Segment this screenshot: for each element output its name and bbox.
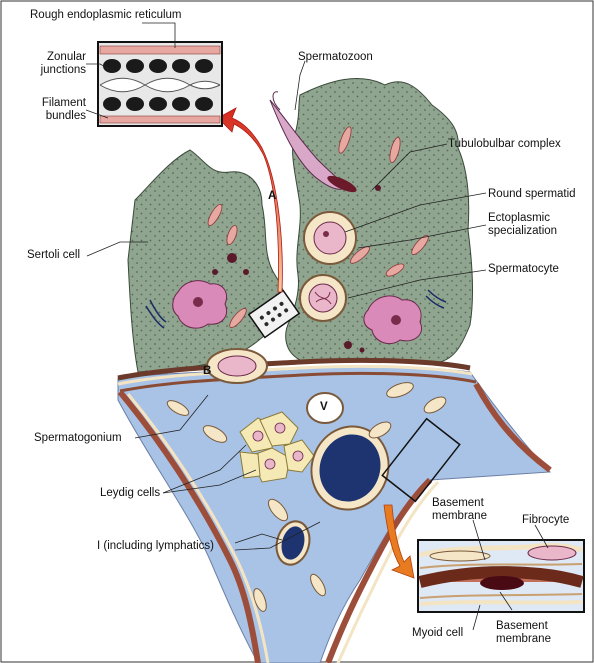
wall-inset — [418, 540, 584, 612]
label-spermatozoon: Spermatozoon — [298, 51, 373, 64]
letter-v: V — [320, 401, 328, 414]
label-basement-membrane-top: Basement membrane — [432, 497, 502, 523]
label-spermatocyte: Spermatocyte — [488, 263, 559, 276]
label-spermatogonium: Spermatogonium — [34, 432, 122, 445]
label-round-spermatid: Round spermatid — [488, 188, 576, 201]
label-interstitium: I (including lymphatics) — [97, 540, 214, 553]
label-myoid-cell: Myoid cell — [412, 627, 463, 640]
junction-inset — [98, 42, 222, 126]
letter-b: B — [203, 365, 211, 378]
label-fibrocyte: Fibrocyte — [522, 514, 569, 527]
label-rough-er: Rough endoplasmic reticulum — [30, 9, 182, 22]
label-leydig-cells: Leydig cells — [100, 487, 160, 500]
label-filament-bundles: Filament bundles — [24, 97, 86, 123]
label-tubulobulbar-complex: Tubulobulbar complex — [448, 138, 561, 151]
label-basement-membrane-bottom: Basement membrane — [496, 620, 566, 646]
label-ectoplasmic-specialization: Ectoplasmic specialization — [488, 212, 588, 238]
label-zonular-junctions: Zonular junctions — [20, 51, 86, 77]
label-sertoli-cell: Sertoli cell — [27, 249, 80, 262]
letter-a: A — [268, 190, 276, 203]
